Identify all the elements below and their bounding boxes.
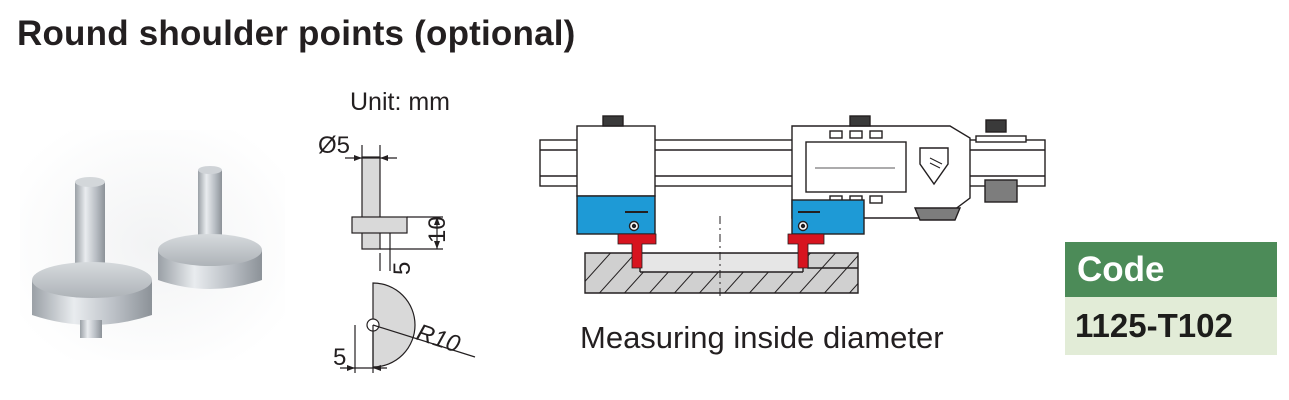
code-header: Code (1065, 242, 1277, 297)
right-jaw (791, 199, 865, 235)
left-shoulder-point (617, 233, 657, 269)
code-value: 1125-T102 (1065, 297, 1277, 355)
shoulder-side-view (351, 216, 408, 234)
button-row-top (829, 130, 843, 139)
height-label: 10 (424, 216, 451, 243)
right-thumb-screw (849, 115, 871, 127)
offset-label: 5 (333, 344, 346, 371)
left-jaw (576, 195, 656, 235)
pin-side-view (361, 156, 381, 250)
back-point-pin (198, 170, 222, 240)
lcd-display (805, 141, 907, 193)
radius-label: R10 (413, 319, 464, 358)
adjust-wheel (913, 207, 962, 221)
page-title: Round shoulder points (optional) (17, 14, 576, 53)
shoulder-label: 5 (389, 262, 416, 275)
shoulder-top-view (372, 282, 416, 368)
right-shoulder-point (787, 233, 825, 269)
locking-screw (984, 179, 1018, 203)
caliper-diagram (539, 115, 1046, 300)
dimension-drawing: Ø5 10 5 R10 5 (318, 132, 476, 373)
unit-label: Unit: mm (350, 88, 450, 116)
caption: Measuring inside diameter (580, 320, 944, 355)
shoulder-points-photo (20, 130, 285, 360)
display-logo (919, 147, 949, 186)
code-box: Code 1125-T102 (1065, 242, 1277, 357)
left-slider (576, 125, 656, 197)
diameter-label: Ø5 (318, 132, 350, 159)
left-thumb-screw (602, 115, 624, 127)
